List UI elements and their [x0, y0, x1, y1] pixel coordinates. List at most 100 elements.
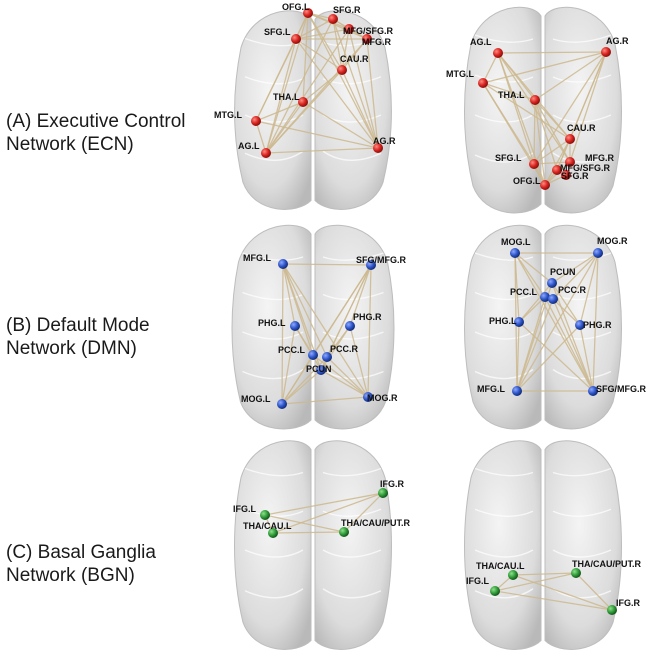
region-label: CAU.R — [567, 123, 596, 133]
region-node — [540, 180, 550, 190]
region-node — [362, 34, 372, 44]
sulcus-line — [244, 467, 304, 477]
network-nodes — [251, 8, 617, 615]
connection-edge — [307, 12, 379, 149]
region-node — [565, 157, 575, 167]
connection-edge — [482, 82, 536, 101]
connection-edge — [497, 51, 607, 54]
brain-panel-1 — [234, 10, 392, 210]
brain-panel-6 — [464, 440, 622, 650]
connection-edge — [264, 492, 384, 516]
sulcus-line — [244, 150, 304, 161]
connection-edge — [265, 147, 379, 154]
connection-edge — [533, 51, 607, 165]
region-label: SFG.L — [495, 153, 522, 163]
region-label: AG.L — [470, 37, 492, 47]
brain-hemisphere-l — [464, 224, 542, 430]
region-node — [593, 248, 603, 258]
region-label: MFG.R — [585, 153, 614, 163]
connection-edge — [307, 12, 343, 71]
connection-edge — [518, 282, 553, 323]
region-label: CAU.R — [340, 54, 369, 64]
sulcus-line — [244, 588, 304, 599]
region-label: PHG.L — [258, 318, 286, 328]
connection-edge — [514, 252, 594, 392]
sulcus-line — [322, 291, 384, 301]
connection-edge — [281, 325, 296, 405]
brain-hemisphere-r — [544, 440, 622, 650]
sulcus-line — [322, 37, 382, 47]
region-label: IFG.L — [233, 504, 256, 514]
region-node — [607, 605, 617, 615]
connection-edge — [320, 264, 372, 371]
region-node — [344, 24, 354, 34]
region-node — [548, 294, 558, 304]
connection-edge — [497, 52, 571, 163]
region-label: MFG.R — [362, 37, 391, 47]
region-label: IFG.R — [616, 598, 640, 608]
connection-edge — [281, 354, 314, 405]
connection-edge — [514, 252, 553, 284]
sulcus-line — [474, 549, 534, 558]
connection-edge — [281, 263, 284, 405]
connection-edge — [272, 492, 384, 534]
sulcus-line — [244, 508, 304, 517]
connection-edge — [307, 12, 368, 40]
connection-edge — [282, 263, 296, 327]
region-node — [601, 47, 611, 57]
sulcus-line — [474, 508, 534, 517]
connection-edge — [552, 298, 581, 326]
connection-edge — [367, 264, 372, 398]
region-label: OFG.L — [513, 176, 541, 186]
connection-edge — [281, 396, 369, 405]
region-node — [478, 78, 488, 88]
brain-hemisphere-l — [464, 440, 542, 650]
sulcus-line — [474, 291, 534, 301]
region-label: THA/CAU.L — [476, 561, 525, 571]
region-label: MTG.L — [446, 69, 474, 79]
sulcus-line — [552, 114, 612, 123]
region-node — [337, 65, 347, 75]
region-label: SFG/MFG.R — [596, 384, 646, 394]
connection-edge — [482, 52, 499, 84]
connection-edge — [482, 51, 607, 84]
connection-edge — [533, 161, 571, 165]
connection-edge — [348, 28, 379, 149]
connection-edge — [544, 138, 571, 186]
connection-edge — [533, 99, 536, 165]
sulcus-line — [552, 331, 612, 340]
connection-edge — [272, 531, 345, 534]
region-node — [540, 292, 550, 302]
sulcus-line — [322, 588, 382, 599]
sulcus-line — [552, 34, 612, 43]
sulcus-line — [474, 467, 534, 477]
connection-edge — [343, 492, 384, 533]
connection-edge — [534, 51, 607, 101]
region-node — [512, 386, 522, 396]
connection-edge — [592, 252, 599, 392]
connection-edge — [255, 101, 304, 122]
region-label: IFG.L — [466, 576, 489, 586]
region-node — [251, 116, 261, 126]
region-label: THA/CAU.L — [243, 521, 292, 531]
region-node — [378, 488, 388, 498]
sulcus-line — [242, 331, 304, 340]
region-node — [561, 170, 571, 180]
connection-edge — [514, 252, 546, 298]
connection-edge — [302, 12, 309, 103]
sulcus-line — [552, 508, 612, 517]
ecn-row-title: (A) Executive Control Network (ECN) — [6, 110, 186, 156]
region-label: AG.L — [238, 141, 260, 151]
connection-edge — [295, 28, 350, 40]
region-node — [322, 352, 332, 362]
sulcus-line — [552, 152, 612, 163]
connection-edge — [366, 38, 379, 149]
connection-edge — [579, 324, 594, 392]
connection-edge — [534, 99, 546, 186]
connection-edge — [482, 82, 571, 140]
ecn-title-line2: Network (ECN) — [6, 134, 134, 155]
bgn-title-line2: Network (BGN) — [6, 565, 135, 586]
connection-edge — [579, 252, 599, 326]
